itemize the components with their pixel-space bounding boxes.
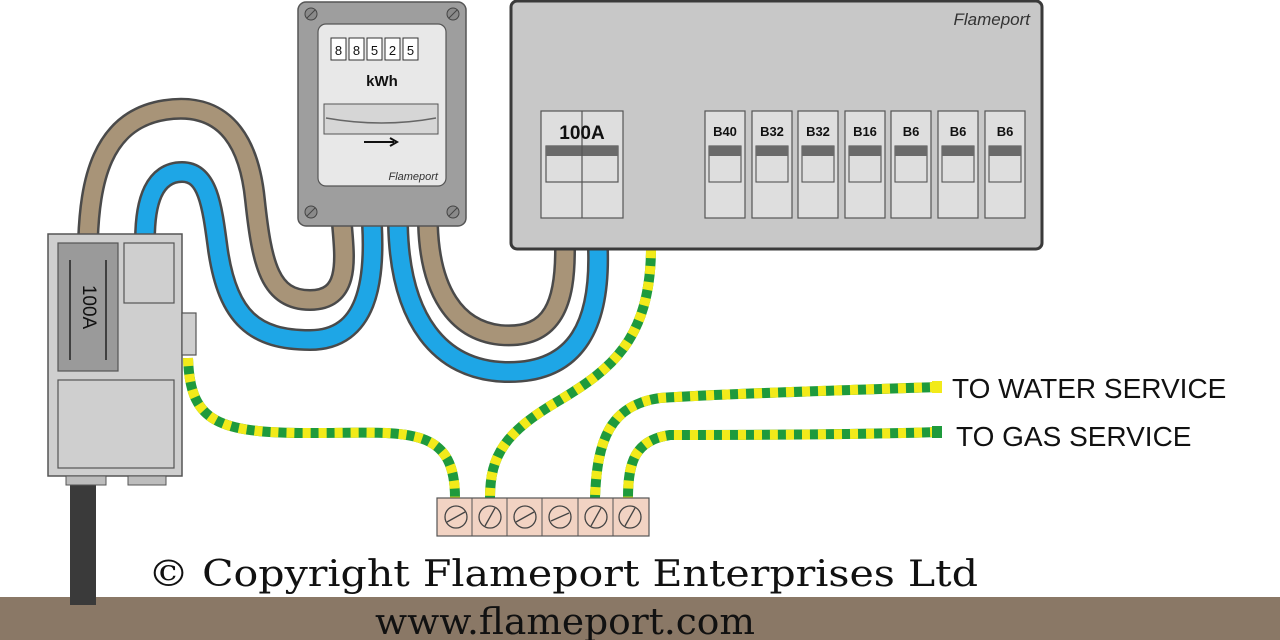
meter-disc	[325, 117, 437, 124]
mcb: B6	[984, 110, 1026, 219]
meter-disc-window	[323, 103, 439, 135]
meter-brand: Flameport	[388, 171, 438, 183]
meter-digit: 8	[353, 43, 360, 58]
mcb-label: B32	[806, 124, 830, 139]
meter-digit: 2	[389, 43, 396, 58]
meter-digit: 5	[407, 43, 414, 58]
footer-bar	[0, 597, 1280, 640]
mcb-label: B16	[853, 124, 877, 139]
meter-register: 8 8 5 2 5	[330, 37, 419, 61]
earth-terminal-block	[436, 497, 650, 537]
terminal-screw	[513, 505, 537, 529]
earth-cable-end-water	[932, 381, 942, 393]
terminal-screw	[618, 505, 642, 529]
meter-digit: 5	[371, 43, 378, 58]
mcb-label: B40	[713, 124, 737, 139]
consumer-unit-brand: Flameport	[953, 10, 1031, 29]
cutout-fuse-carrier	[57, 242, 119, 372]
mcb: B32	[797, 110, 839, 219]
earth-cables	[183, 249, 942, 499]
main-switch: 100A	[540, 110, 624, 219]
mcb: B6	[937, 110, 979, 219]
terminal-screw	[444, 505, 468, 529]
earth-cable-cutout	[183, 357, 460, 499]
service-cutout: 100A	[47, 233, 197, 486]
main-switch-rating: 100A	[559, 123, 605, 144]
mcb: B32	[751, 110, 793, 219]
meter-digit: 8	[335, 43, 342, 58]
cutout-lower-panel	[57, 379, 175, 469]
earth-cable-end-gas	[932, 426, 942, 438]
cutout-fuse-rating: 100A	[78, 285, 99, 330]
terminal-screw	[478, 505, 502, 529]
website-url[interactable]: www.flameport.com	[375, 602, 755, 640]
mcb: B6	[890, 110, 932, 219]
earth-cable-consumer-unit	[485, 249, 656, 499]
terminal-screw	[584, 505, 608, 529]
gas-service-label: TO GAS SERVICE	[956, 421, 1191, 452]
cutout-earth-terminal	[181, 312, 197, 356]
cutout-side-box	[123, 242, 175, 304]
mcb-label: B32	[760, 124, 784, 139]
terminal-screw	[548, 505, 572, 529]
electricity-meter: 8 8 5 2 5 kWh Flameport	[297, 1, 467, 227]
cutout-foot-right	[127, 475, 167, 486]
mcb-label: B6	[997, 124, 1014, 139]
consumer-unit: Flameport 100A B40 B32 B32	[509, 0, 1044, 251]
mcb-label: B6	[903, 124, 920, 139]
mcb: B40	[704, 110, 746, 219]
meter-screw-bottom-left	[304, 205, 318, 219]
meter-unit: kWh	[366, 73, 398, 90]
meter-tails	[77, 97, 610, 384]
meter-screw-top-left	[304, 7, 318, 21]
earth-cable-water	[590, 382, 939, 499]
mcb: B16	[844, 110, 886, 219]
cutout-foot-left	[65, 475, 107, 486]
mcb-label: B6	[950, 124, 967, 139]
copyright-notice: © Copyright Flameport Enterprises Ltd	[148, 554, 978, 595]
meter-screw-bottom-right	[446, 205, 460, 219]
meter-screw-top-right	[446, 7, 460, 21]
water-service-label: TO WATER SERVICE	[952, 373, 1226, 404]
earth-cable-gas	[623, 427, 939, 499]
